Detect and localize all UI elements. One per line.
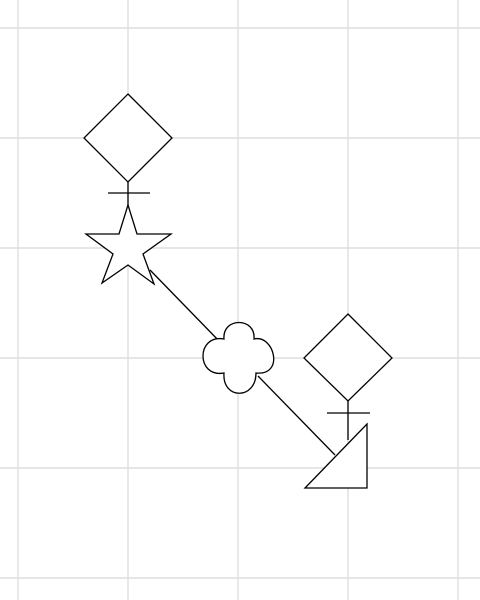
connector-cloud-to-triangle[interactable] — [257, 375, 336, 456]
connector-diamond-right-to-triangle[interactable] — [327, 401, 370, 440]
cloud-shape-icon[interactable] — [202, 322, 275, 394]
connector-star-to-cloud[interactable] — [149, 269, 222, 344]
triangle-shape-icon[interactable] — [303, 422, 368, 489]
star-shape-icon[interactable] — [84, 202, 174, 286]
diamond-shape-icon[interactable] — [83, 93, 173, 183]
connector-diamond-top-to-star[interactable] — [108, 181, 150, 206]
shapes — [83, 93, 393, 489]
diamond-shape-icon[interactable] — [303, 313, 393, 402]
connectors — [108, 181, 370, 456]
